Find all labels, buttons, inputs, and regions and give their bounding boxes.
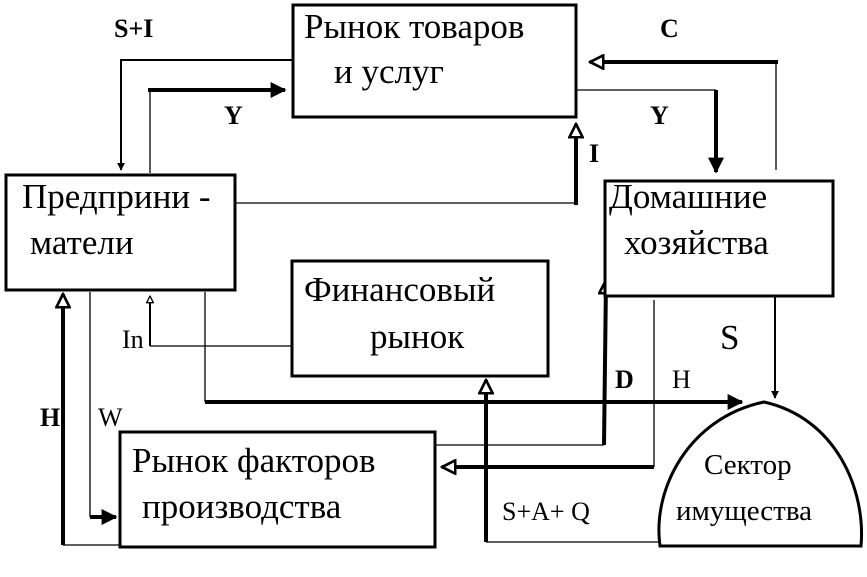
flow-label-wages: W [98, 403, 123, 432]
flow-savings-investment-line [117, 59, 293, 171]
financial-market-box [290, 259, 550, 378]
households-box [603, 179, 835, 298]
factor-market-label-line2: производства [142, 487, 342, 526]
flow-label-taxes-right: H [672, 365, 691, 394]
flow-depreciation-arrow [604, 280, 606, 446]
flow-label-consumption: C [660, 14, 679, 43]
financial-market-label-line2: рынок [370, 317, 465, 356]
goods-market-label-line1: Рынок товаров [304, 7, 524, 46]
flow-label-income-left: Y [224, 101, 243, 130]
flow-label-savings-investment: S+I [114, 14, 153, 43]
factor-market-label-line1: Рынок факторов [132, 441, 376, 480]
households-label-line1: Домашние [609, 177, 767, 216]
flow-label-savings: S [720, 318, 739, 357]
factor-market-box [118, 430, 437, 549]
wealth-sector-label-line2: имущества [676, 495, 812, 527]
entrepreneurs-label-line2: матели [30, 223, 134, 262]
wealth-sector-label-line1: Сектор [704, 449, 792, 481]
wealth-sector-shape [657, 400, 864, 548]
entrepreneurs-box [4, 173, 237, 292]
entrepreneurs-label-line1: Предприни - [22, 177, 210, 216]
flow-label-depreciation: D [615, 365, 634, 394]
flow-label-interest: In [122, 325, 144, 354]
flow-label-assets: S+A+ Q [502, 497, 590, 526]
goods-market-box [291, 3, 578, 119]
financial-market-label-line1: Финансовый [304, 270, 495, 309]
goods-market-label-line2: и услуг [334, 52, 444, 91]
flow-label-investment: I [589, 139, 599, 168]
flow-label-income-right: Y [650, 101, 669, 130]
flow-label-taxes-left: H [40, 403, 60, 432]
households-label-line2: хозяйства [624, 223, 769, 262]
